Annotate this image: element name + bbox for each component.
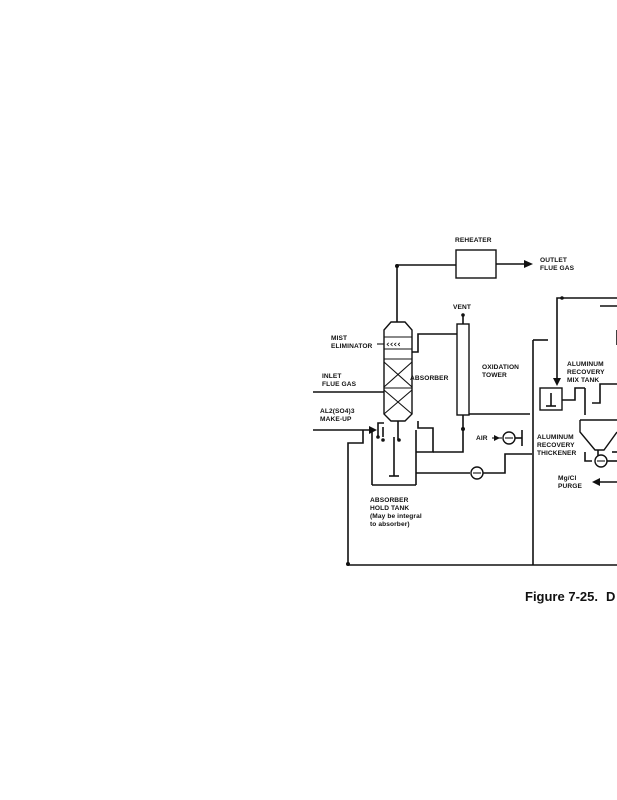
mix-tank-outlet-line — [562, 387, 585, 401]
reheater-label: REHEATER — [455, 237, 492, 244]
air-label: AIR — [476, 435, 488, 442]
hold-tank-label-4: to absorber) — [370, 521, 410, 528]
outlet-flue-gas-label: OUTLET — [540, 257, 567, 264]
hold-tank-label-3: (May be integral — [370, 513, 422, 520]
outlet-arrow-icon — [524, 260, 533, 268]
hold-tank-label: ABSORBER — [370, 497, 409, 504]
mist-eliminator-label: MIST — [331, 335, 347, 342]
inlet-flue-gas-label-2: FLUE GAS — [322, 381, 357, 388]
vent-cap — [461, 313, 465, 317]
makeup-label-2: MAKE-UP — [320, 416, 352, 423]
inlet-flue-gas-label: INLET — [322, 373, 342, 380]
mix-tank-label-2: RECOVERY — [567, 369, 605, 376]
mgcl-purge-label-2: PURGE — [558, 483, 582, 490]
absorber-to-oxidation-line — [412, 333, 457, 353]
mix-tank-label: ALUMINUM — [567, 361, 604, 368]
vent-label: VENT — [453, 304, 471, 311]
mgcl-purge-label: Mg/Cl — [558, 475, 577, 482]
thickener-label-2: RECOVERY — [537, 442, 575, 449]
mist-eliminator-chevrons-icon: ‹‹‹‹ — [386, 340, 401, 350]
mist-eliminator-label-2: ELIMINATOR — [331, 343, 373, 350]
reheater-box — [455, 249, 497, 279]
figure-caption-text: D — [606, 589, 615, 604]
recycle-loop-line — [347, 430, 364, 565]
hold-tank-label-2: HOLD TANK — [370, 505, 409, 512]
top-recovery-line — [556, 297, 617, 340]
thickener-label: ALUMINUM — [537, 434, 574, 441]
thickener-vessel — [579, 419, 617, 451]
thickener-label-3: THICKENER — [537, 450, 577, 457]
hold-tank-to-pump-line — [416, 421, 434, 453]
oxidation-tower — [456, 323, 470, 416]
oxidation-tower-label-2: TOWER — [482, 372, 507, 379]
absorber-to-reheater-line — [396, 264, 456, 322]
outlet-flue-gas-label-2: FLUE GAS — [540, 265, 575, 272]
mix-tank-label-3: MIX TANK — [567, 377, 599, 384]
pump-discharge-line — [483, 453, 532, 474]
oxidation-tower-label: OXIDATION — [482, 364, 519, 371]
figure-number: Figure 7-25. — [525, 589, 598, 604]
junction-dot — [395, 264, 399, 268]
hold-tank-to-oxidation-line — [433, 432, 464, 453]
absorber-label: ABSORBER — [410, 375, 449, 382]
makeup-label: AL2(SO4)3 — [320, 408, 355, 415]
